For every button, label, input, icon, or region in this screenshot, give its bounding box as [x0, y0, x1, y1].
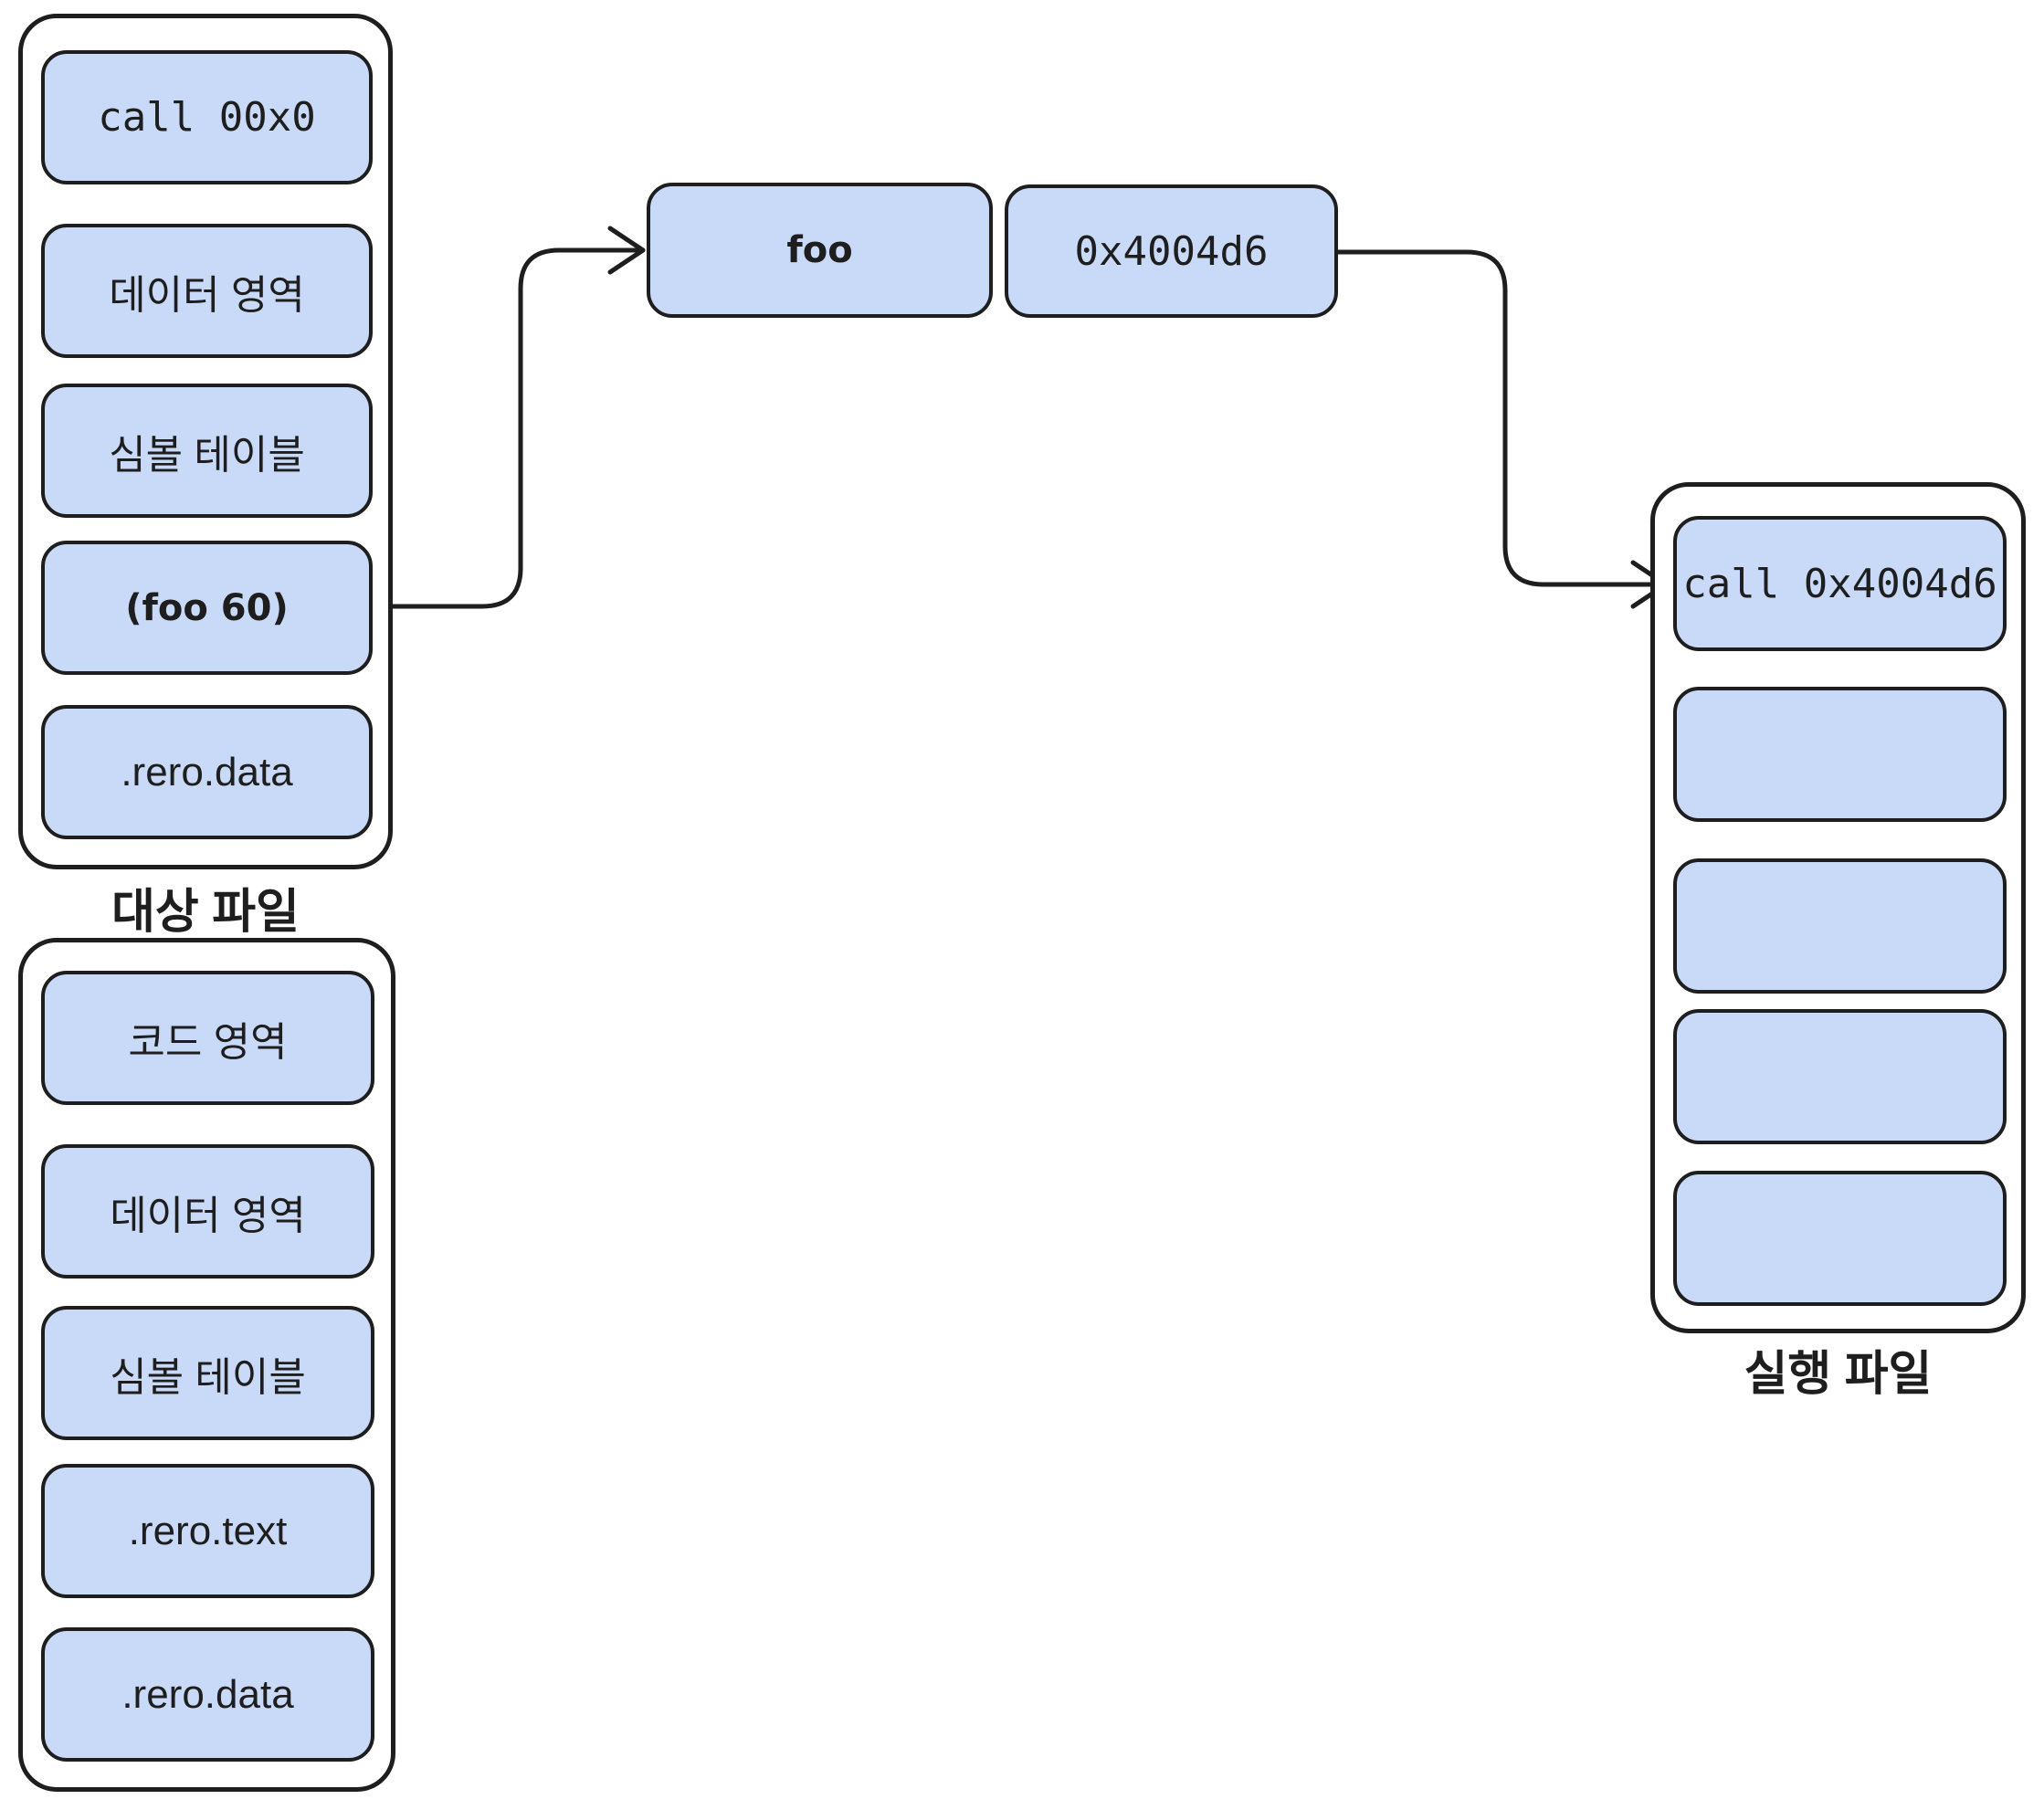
section-data-area: 데이터 영역	[41, 224, 373, 358]
section-symbol-table: 심볼 테이블	[41, 1306, 374, 1440]
section-foo-60: (foo 60)	[41, 541, 373, 675]
section-call-00x0: call 00x0	[41, 50, 373, 184]
section-empty	[1673, 687, 2007, 822]
arrow-reloc-to-symbol	[370, 226, 646, 609]
section-call-0x4004d6: call 0x4004d6	[1673, 516, 2007, 651]
section-empty	[1673, 858, 2007, 994]
section-empty	[1673, 1009, 2007, 1144]
object-file-label: 대상 파일	[111, 886, 300, 939]
executable-file-container: call 0x4004d6	[1650, 482, 2026, 1333]
section-empty	[1673, 1171, 2007, 1306]
section-code-area: 코드 영역	[41, 971, 374, 1105]
arrow-address-to-call	[1335, 249, 1669, 609]
symbol-address-box: 0x4004d6	[1005, 184, 1338, 318]
section-rero-data: .rero.data	[41, 705, 373, 839]
section-rero-text: .rero.text	[41, 1464, 374, 1598]
section-symbol-table: 심볼 테이블	[41, 384, 373, 518]
object-file-container: call 00x0 데이터 영역 심볼 테이블 (foo 60) .rero.d…	[18, 14, 393, 869]
symbol-name-box: foo	[647, 183, 993, 318]
arrowhead-icon	[607, 226, 646, 275]
section-data-area: 데이터 영역	[41, 1144, 374, 1279]
object-file-2-container: 코드 영역 데이터 영역 심볼 테이블 .rero.text .rero.dat…	[18, 938, 395, 1792]
section-rero-data: .rero.data	[41, 1627, 374, 1762]
executable-file-label: 실행 파일	[1744, 1348, 1933, 1401]
